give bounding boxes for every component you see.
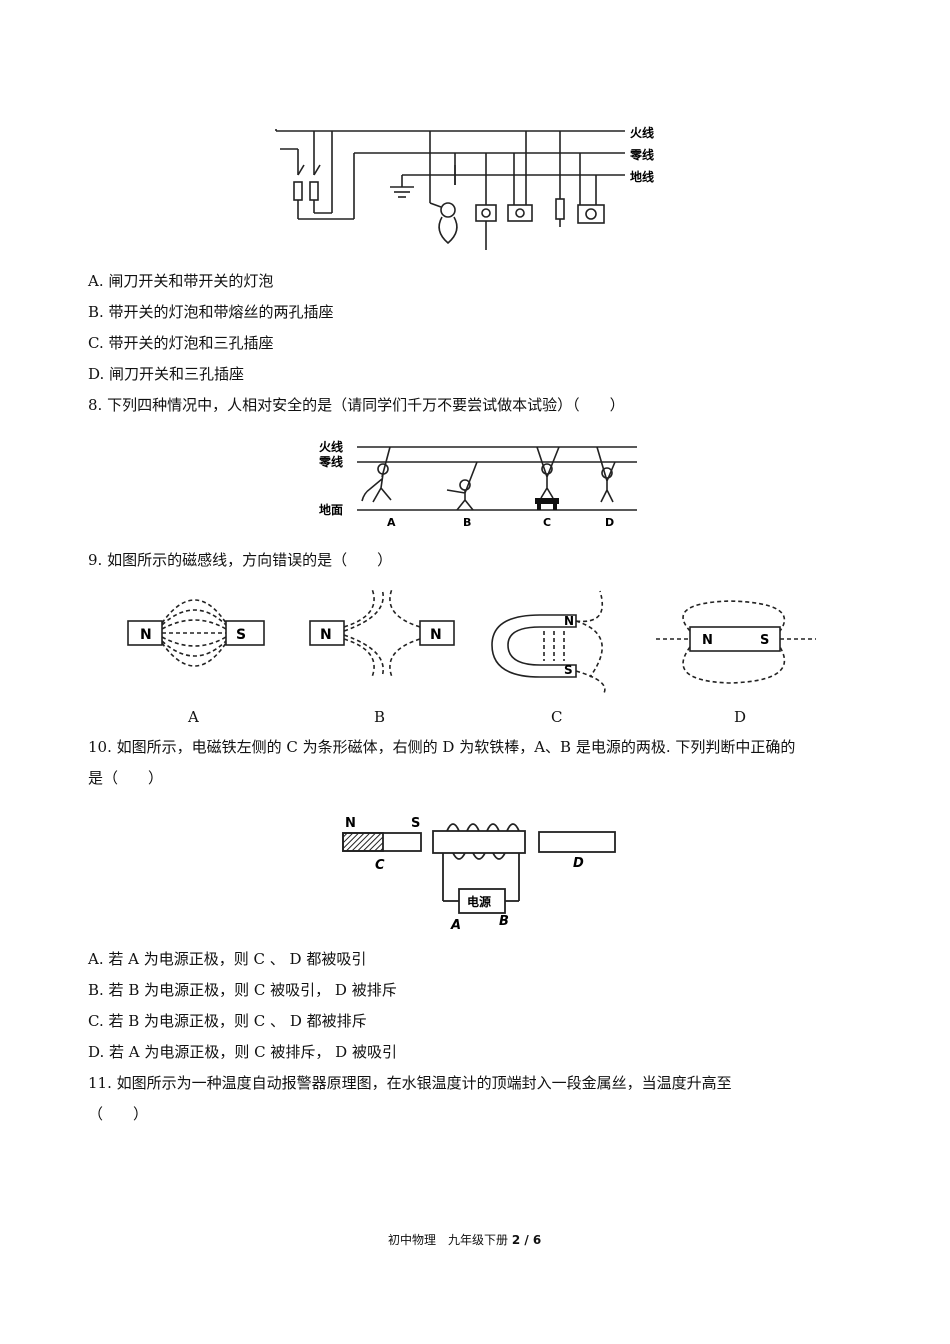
question-9: 9. 如图所示的磁感线，方向错误的是（ ） [88, 551, 393, 569]
fig10-b: B [499, 914, 509, 929]
fig9a-n: N [140, 627, 152, 643]
fig10-a: A [450, 918, 461, 933]
q7-option-a: A. 闸刀开关和带开关的灯泡 [88, 272, 274, 290]
footer-page-number: 2 / 6 [511, 1233, 542, 1247]
q10-option-b: B. 若 B 为电源正极，则 C 被吸引， D 被排斥 [88, 981, 397, 999]
fig9-label-a: A [188, 708, 199, 726]
fig8-live-label: 火线 [319, 439, 343, 454]
electromagnet-figure: N S C D 电源 A B [342, 816, 616, 933]
question-11-line1: 11. 如图所示为一种温度自动报警器原理图，在水银温度计的顶端封入一段金属丝，当… [88, 1074, 732, 1092]
q7-option-d: D. 闸刀开关和三孔插座 [88, 365, 245, 383]
fig10-n: N [345, 816, 356, 831]
q10-option-c: C. 若 B 为电源正极，则 C 、 D 都被排斥 [88, 1012, 367, 1030]
fig9-label-c: C [551, 708, 563, 726]
fig9c-s: S [564, 663, 573, 677]
fig8-ground-label: 地面 [319, 502, 343, 517]
fig8-label-b: B [463, 516, 471, 529]
live-wire-label: 火线 [630, 125, 654, 140]
question-10-line2: 是（ ） [88, 769, 164, 787]
fig8-neutral-label: 零线 [318, 454, 343, 469]
fig10-power: 电源 [467, 894, 491, 909]
fig9-label-b: B [374, 708, 386, 726]
q10-option-a: A. 若 A 为电源正极，则 C 、 D 都被吸引 [88, 950, 367, 968]
fig8-label-a: A [387, 516, 396, 529]
wiring-diagram: 火线 零线 地线 [275, 125, 654, 250]
fig9d-n: N [702, 633, 713, 648]
ground-wire-label: 地线 [630, 169, 654, 184]
neutral-wire-label: 零线 [629, 147, 654, 162]
fig8-label-d: D [605, 516, 614, 529]
q7-option-b: B. 带开关的灯泡和带熔丝的两孔插座 [88, 303, 334, 321]
fig9c-n: N [564, 614, 574, 628]
footer-subject: 初中物理 九年级下册 [388, 1233, 509, 1247]
q10-option-d: D. 若 A 为电源正极，则 C 被排斥， D 被吸引 [88, 1043, 397, 1061]
fig9b-n-right: N [430, 627, 442, 643]
question-11-line2: （ ） [88, 1105, 149, 1123]
fig9b-n-left: N [320, 627, 332, 643]
fig10-s: S [411, 816, 420, 831]
magnetic-field-figure: N S N N N S N S [127, 588, 816, 694]
q7-option-c: C. 带开关的灯泡和三孔插座 [88, 334, 274, 352]
fig9-label-d: D [734, 708, 747, 726]
question-8: 8. 下列四种情况中，人相对安全的是（请同学们千万不要尝试做本试验）（ ） [88, 396, 625, 414]
question-10-line1: 10. 如图所示，电磁铁左侧的 C 为条形磁体，右侧的 D 为软铁棒，A、B 是… [88, 738, 796, 756]
fig10-d: D [573, 856, 584, 871]
page-footer: 初中物理 九年级下册 2 / 6 [388, 1231, 541, 1248]
fig9a-s: S [236, 627, 246, 643]
fig10-c: C [375, 858, 385, 873]
fig9d-s: S [760, 633, 769, 648]
safety-figure: 火线 零线 地面 A B C D [318, 439, 637, 529]
fig8-label-c: C [543, 516, 551, 529]
